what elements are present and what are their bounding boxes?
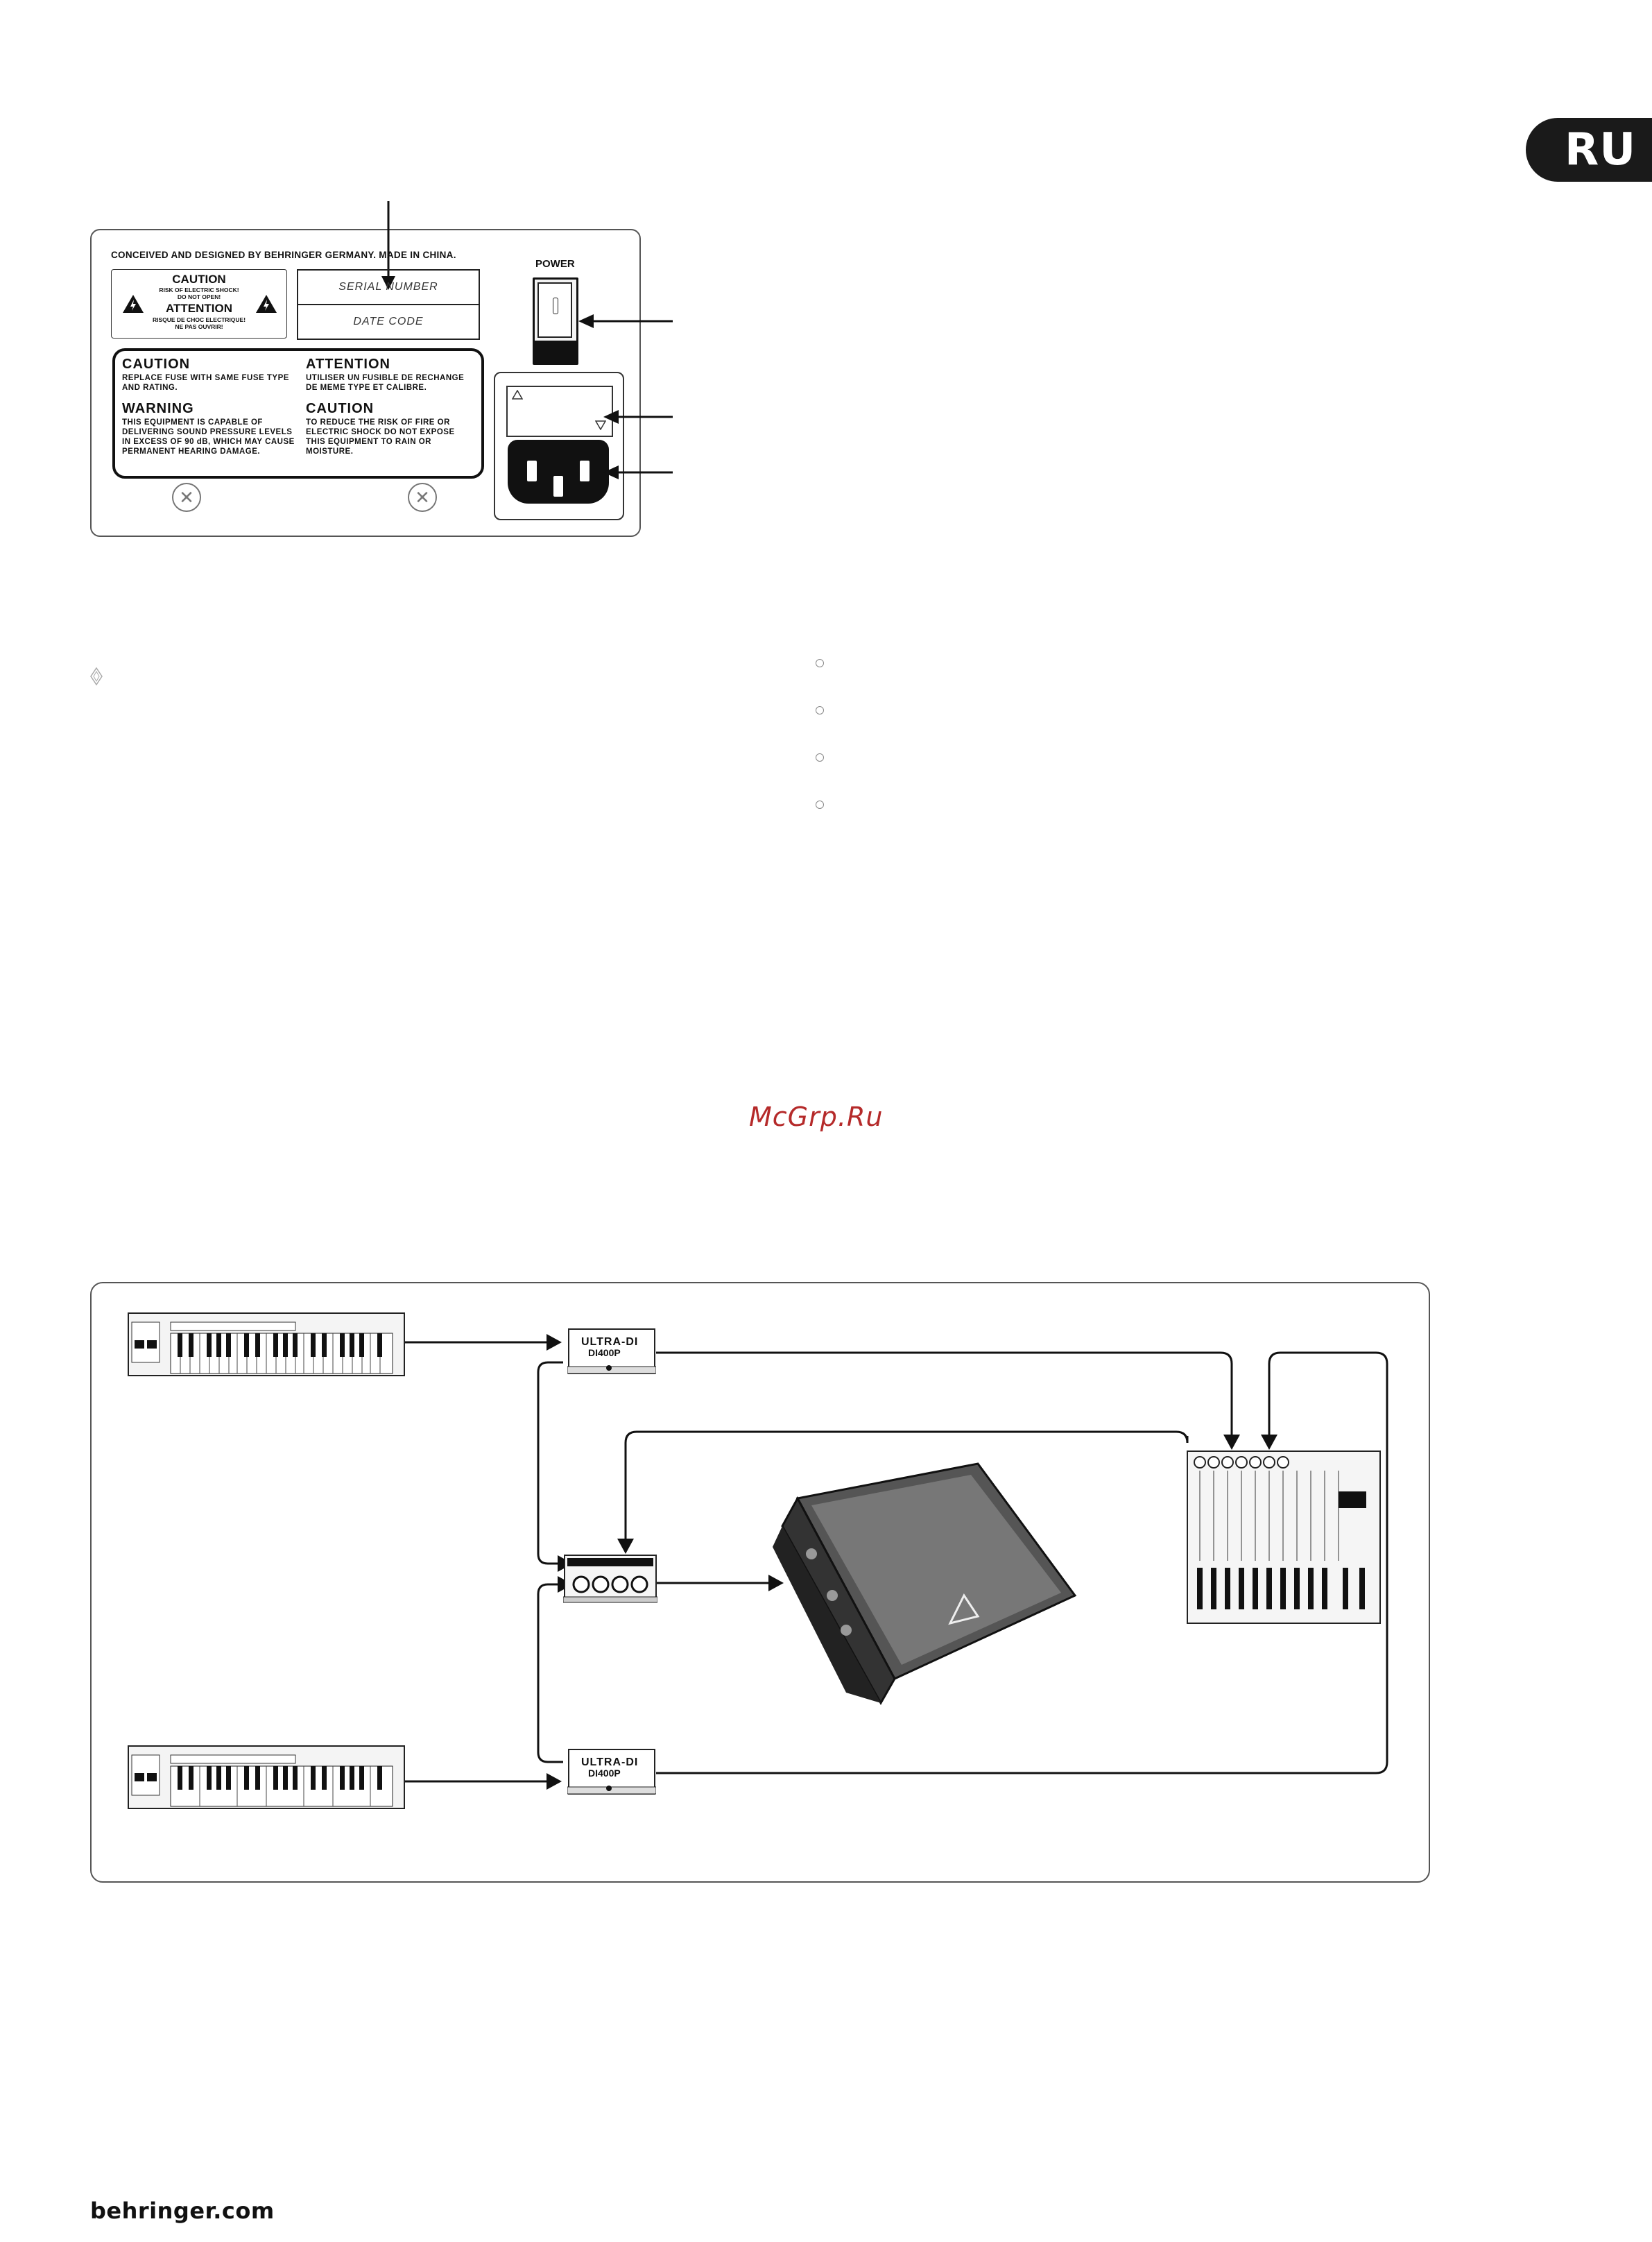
caution-text: TO REDUCE THE RISK OF FIRE OR ELECTRIC S… [306, 418, 455, 456]
di-box-label: ULTRA-DI [581, 1756, 639, 1768]
power-label: POWER [535, 258, 575, 270]
power-arrow [578, 314, 673, 328]
mixing-console [1187, 1451, 1381, 1624]
caution-line: NE PAS OUVRIR! [175, 323, 223, 330]
warning-text: THIS EQUIPMENT IS CAPABLE OF DELIVERING … [122, 418, 295, 456]
warning-title: WARNING [122, 401, 194, 416]
warning-triangle-icon [256, 295, 277, 313]
caution-title: CAUTION [306, 401, 375, 416]
serial-number-label: SERIAL NUMBER [338, 281, 438, 293]
di-box-body [567, 1328, 657, 1374]
attention-title: ATTENTION [306, 357, 390, 372]
di-box-model: DI400P [588, 1768, 621, 1779]
iec-socket-housing [494, 372, 624, 520]
triangle-mark-icon [512, 390, 523, 400]
floor-monitor-speaker [773, 1462, 1077, 1706]
bullet-icon [816, 659, 824, 667]
caution-line: DO NOT OPEN! [177, 293, 221, 300]
headphone-amplifier [563, 1555, 657, 1603]
screw-icon: ✕ [408, 483, 437, 512]
caution-title: CAUTION [172, 273, 226, 286]
connection-diagram [90, 1282, 1430, 1883]
caution-line: RISK OF ELECTRIC SHOCK! [159, 286, 239, 293]
warning-triangle-icon [123, 295, 144, 313]
panel-header-text: CONCEIVED AND DESIGNED BY BEHRINGER GERM… [111, 250, 456, 260]
bullet-icon [816, 753, 824, 762]
di-box-body [567, 1749, 657, 1795]
fuse-arrow [603, 410, 673, 424]
power-socket [508, 440, 609, 504]
caution-sticker: CAUTION RISK OF ELECTRIC SHOCK! DO NOT O… [111, 269, 287, 339]
serial-number-box: SERIAL NUMBER DATE CODE [297, 269, 480, 340]
bullet-icon [816, 801, 824, 809]
diamond-icon [90, 667, 103, 685]
bullet-icon [816, 706, 824, 714]
serial-arrow [381, 201, 395, 290]
di-box: ULTRA-DI DI400P [567, 1325, 657, 1378]
fuse-holder [506, 386, 613, 437]
attention-title: ATTENTION [165, 302, 232, 315]
socket-arrow [603, 465, 673, 479]
warning-sticker: CAUTION REPLACE FUSE WITH SAME FUSE TYPE… [112, 348, 484, 479]
caution-text: REPLACE FUSE WITH SAME FUSE TYPE AND RAT… [122, 374, 289, 392]
di-box: ULTRA-DI DI400P [567, 1745, 657, 1798]
power-switch [533, 277, 578, 365]
caution-line: RISQUE DE CHOC ELECTRIQUE! [152, 316, 246, 323]
attention-text: UTILISER UN FUSIBLE DE RECHANGE DE MEME … [306, 374, 465, 392]
di-box-label: ULTRA-DI [581, 1336, 639, 1348]
caution-title: CAUTION [122, 357, 191, 372]
midi-keyboard [128, 1312, 405, 1376]
triangle-mark-icon [595, 420, 606, 430]
screw-icon: ✕ [172, 483, 201, 512]
language-tab: RU [1526, 118, 1652, 182]
date-code-label: DATE CODE [298, 304, 479, 339]
footer-logo: behringer.com [90, 2198, 275, 2224]
watermark: McGrp.Ru [749, 1102, 884, 1132]
midi-keyboard [128, 1745, 405, 1809]
di-box-model: DI400P [588, 1347, 621, 1358]
